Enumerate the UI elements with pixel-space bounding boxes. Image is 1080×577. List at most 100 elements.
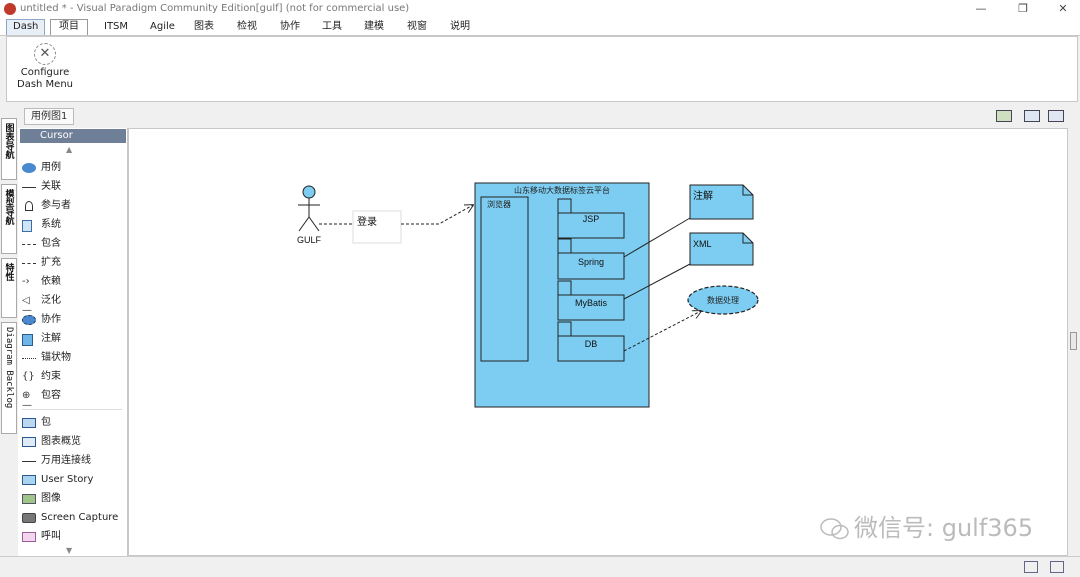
component-jsp[interactable]: JSP	[557, 198, 625, 239]
palette-extend[interactable]: 扩充	[22, 255, 122, 271]
component-mybatis[interactable]: MyBatis	[557, 280, 625, 321]
component-spring-label: Spring	[578, 257, 604, 267]
palette-include[interactable]: 包含	[22, 236, 122, 252]
component-db[interactable]: DB	[557, 321, 625, 362]
palette-generalization[interactable]: ◁— 泛化	[22, 293, 122, 316]
palette-include-label: 包含	[41, 238, 61, 249]
palette-callout[interactable]: 呼叫	[22, 529, 122, 545]
configure-label-1: Configure	[20, 67, 70, 78]
configure-dash-menu-button[interactable]: ✕ Configure Dash Menu	[17, 41, 73, 99]
usecase-data-processing[interactable]: 数据处理	[687, 285, 759, 315]
actor-gulf[interactable]: GULF	[297, 185, 322, 245]
usecase-label: 数据处理	[707, 295, 739, 305]
menu-help[interactable]: 说明	[450, 21, 470, 32]
palette-note-label: 注解	[41, 333, 61, 344]
notification-icon[interactable]	[996, 110, 1012, 122]
menu-agile[interactable]: Agile	[150, 21, 175, 32]
ribbon-panel: ✕ Configure Dash Menu	[6, 36, 1078, 102]
palette-association[interactable]: 关联	[22, 179, 122, 195]
constraint-icon: {}	[22, 371, 35, 382]
palette-image[interactable]: 图像	[22, 491, 122, 507]
palette-image-label: 图像	[41, 493, 61, 504]
palette-package-label: 包	[41, 417, 51, 428]
configure-tools-icon: ✕	[34, 43, 56, 65]
note-xml-label: XML	[693, 239, 712, 249]
palette-extend-label: 扩充	[41, 257, 61, 268]
palette-dependency[interactable]: ‑› 依赖	[22, 274, 122, 290]
menu-tools[interactable]: 工具	[322, 21, 342, 32]
app-logo-icon	[4, 3, 16, 15]
menu-view[interactable]: 检视	[237, 21, 257, 32]
fit-diagram-icon[interactable]	[1024, 110, 1040, 122]
menu-diagram[interactable]: 图表	[194, 21, 214, 32]
callout-icon	[22, 532, 36, 542]
collapse-handle[interactable]	[1070, 332, 1077, 350]
palette-screen-capture-label: Screen Capture	[41, 512, 119, 523]
dependency-icon: ‑›	[22, 276, 30, 287]
palette-diagram-overview[interactable]: 图表概览	[22, 434, 122, 450]
component-spring[interactable]: Spring	[557, 238, 625, 280]
browser-box[interactable]: 浏览器	[480, 196, 529, 362]
association-icon	[22, 187, 36, 188]
system-icon	[22, 220, 32, 232]
menu-project[interactable]: 项目	[50, 19, 88, 35]
scroll-down-icon[interactable]: ▼	[66, 546, 73, 555]
tab-diagram-backlog[interactable]: Diagram Backlog	[1, 322, 17, 434]
tab-diagram-navigator[interactable]: 图表导航	[1, 118, 17, 180]
maximize-button[interactable]: ❐	[1018, 2, 1028, 15]
close-button[interactable]: ✕	[1058, 2, 1068, 15]
login-label: 登录	[357, 215, 377, 228]
component-db-label: DB	[585, 339, 598, 349]
watermark-text: 微信号: gulf365	[854, 514, 1034, 542]
palette-user-story[interactable]: User Story	[22, 472, 122, 488]
login-label-box[interactable]: 登录	[352, 210, 402, 244]
package-icon	[22, 418, 36, 428]
watermark: 微信号: gulf365	[820, 508, 1033, 543]
palette-anchor[interactable]: 锚状物	[22, 350, 122, 366]
user-story-icon	[22, 475, 36, 485]
palette-generic-connector-label: 万用连接线	[41, 455, 91, 466]
use-case-diagram: GULF 登录 山东移动大数据标签云平台 浏览器 JSP Spring	[297, 182, 759, 408]
diagram-canvas[interactable]: GULF 登录 山东移动大数据标签云平台 浏览器 JSP Spring	[128, 128, 1068, 556]
palette-screen-capture[interactable]: Screen Capture	[22, 510, 122, 526]
include-icon	[22, 244, 36, 245]
tab-diagram-navigator-label: 图表导航	[3, 123, 14, 159]
palette-constraint-label: 约束	[41, 371, 61, 382]
palette-use-case[interactable]: 用例	[22, 160, 122, 176]
palette-package[interactable]: 包	[22, 415, 122, 431]
document-icon[interactable]	[1050, 561, 1064, 573]
menu-team[interactable]: 协作	[280, 21, 300, 32]
palette-collaboration[interactable]: 协作	[22, 312, 122, 328]
camera-icon	[22, 513, 36, 523]
right-scroll-strip	[1068, 128, 1080, 556]
browser-label: 浏览器	[487, 199, 511, 209]
menu-dash[interactable]: Dash	[6, 19, 46, 35]
actor-name: GULF	[297, 235, 322, 245]
generalization-icon: ◁—	[22, 295, 32, 316]
menu-itsm[interactable]: ITSM	[104, 21, 129, 32]
mail-icon[interactable]	[1024, 561, 1038, 573]
palette-cursor[interactable]: Cursor	[20, 129, 126, 143]
note-xml[interactable]: XML	[689, 232, 754, 266]
tab-property[interactable]: 特性	[1, 258, 17, 318]
palette-use-case-label: 用例	[41, 162, 61, 173]
palette-separator	[22, 409, 122, 410]
palette-constraint[interactable]: {} 约束	[22, 369, 122, 385]
palette-generic-connector[interactable]: 万用连接线	[22, 453, 122, 469]
menu-modeling[interactable]: 建模	[364, 21, 384, 32]
tab-model-explorer[interactable]: 模型导航	[1, 184, 17, 254]
tab-use-case-diagram[interactable]: 用例图1	[24, 108, 75, 125]
palette-system[interactable]: 系统	[22, 217, 122, 233]
palette-system-label: 系统	[41, 219, 61, 230]
palette-containment[interactable]: ⊕— 包容	[22, 388, 122, 411]
menu-window[interactable]: 视窗	[407, 21, 427, 32]
palette-note[interactable]: 注解	[22, 331, 122, 347]
collaboration-icon	[22, 315, 36, 325]
minimize-button[interactable]: —	[975, 2, 987, 15]
layout-icon[interactable]	[1048, 110, 1064, 122]
note-annotation-label: 注解	[693, 189, 713, 202]
login-dependency-arrow	[401, 205, 473, 225]
palette-actor[interactable]: 参与者	[22, 198, 122, 214]
scroll-up-icon[interactable]: ▲	[66, 145, 73, 154]
note-annotation[interactable]: 注解	[689, 184, 754, 220]
